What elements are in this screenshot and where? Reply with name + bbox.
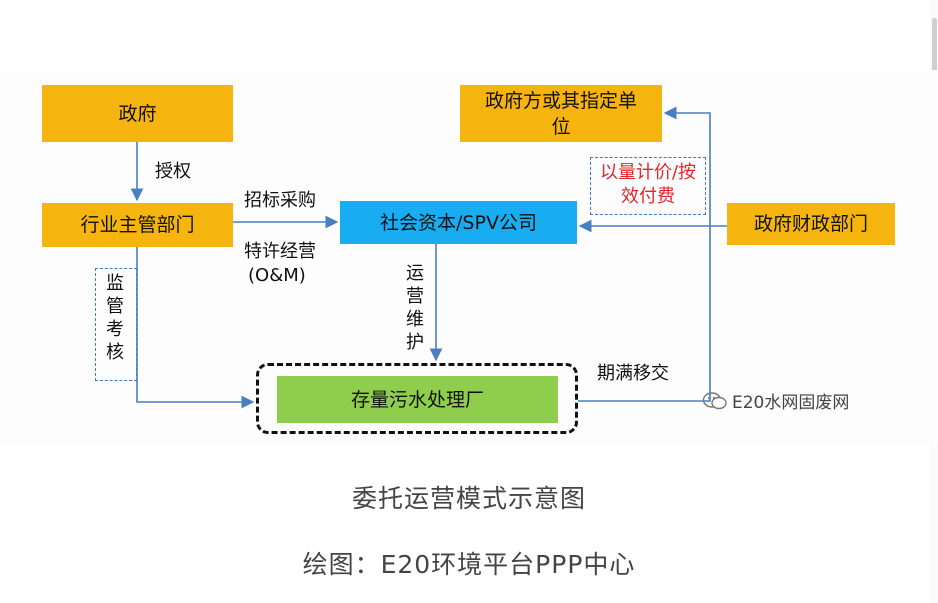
edge-label-om: (O&M) [248, 265, 306, 286]
node-government: 政府 [42, 85, 233, 142]
node-finance-dept-label: 政府财政部门 [753, 213, 868, 235]
watermark: E20水网固废网 [702, 388, 849, 413]
node-spv: 社会资本/SPV公司 [340, 201, 577, 244]
plant-dashed-border [256, 363, 578, 434]
node-plant-label: 存量污水处理厂 [350, 388, 484, 411]
edge-label-operate-maintain: 运营维护 [406, 263, 424, 353]
node-industry-dept: 行业主管部门 [42, 203, 233, 247]
edge-label-transfer: 期满移交 [597, 363, 669, 384]
node-gov-designee: 政府方或其指定单位 [460, 85, 662, 142]
node-gov-designee-label: 政府方或其指定单位 [484, 89, 637, 138]
watermark-text: E20水网固废网 [732, 393, 850, 413]
edge-label-pay: 以量计价/按效付费 [599, 162, 697, 207]
caption-title: 委托运营模式示意图 [351, 484, 586, 513]
edge-label-authorize: 授权 [155, 161, 191, 182]
node-industry-dept-label: 行业主管部门 [80, 214, 195, 236]
wechat-icon [702, 391, 727, 409]
node-finance-dept: 政府财政部门 [727, 203, 895, 245]
node-spv-label: 社会资本/SPV公司 [380, 211, 537, 234]
edge-label-franchise: 特许经营 [244, 241, 316, 262]
caption-credit: 绘图：E20环境平台PPP中心 [302, 550, 636, 579]
edge-label-tender: 招标采购 [244, 190, 316, 211]
node-government-label: 政府 [118, 102, 157, 125]
node-plant: 存量污水处理厂 [277, 376, 558, 423]
edge-label-supervise: 监管考核 [106, 273, 124, 363]
